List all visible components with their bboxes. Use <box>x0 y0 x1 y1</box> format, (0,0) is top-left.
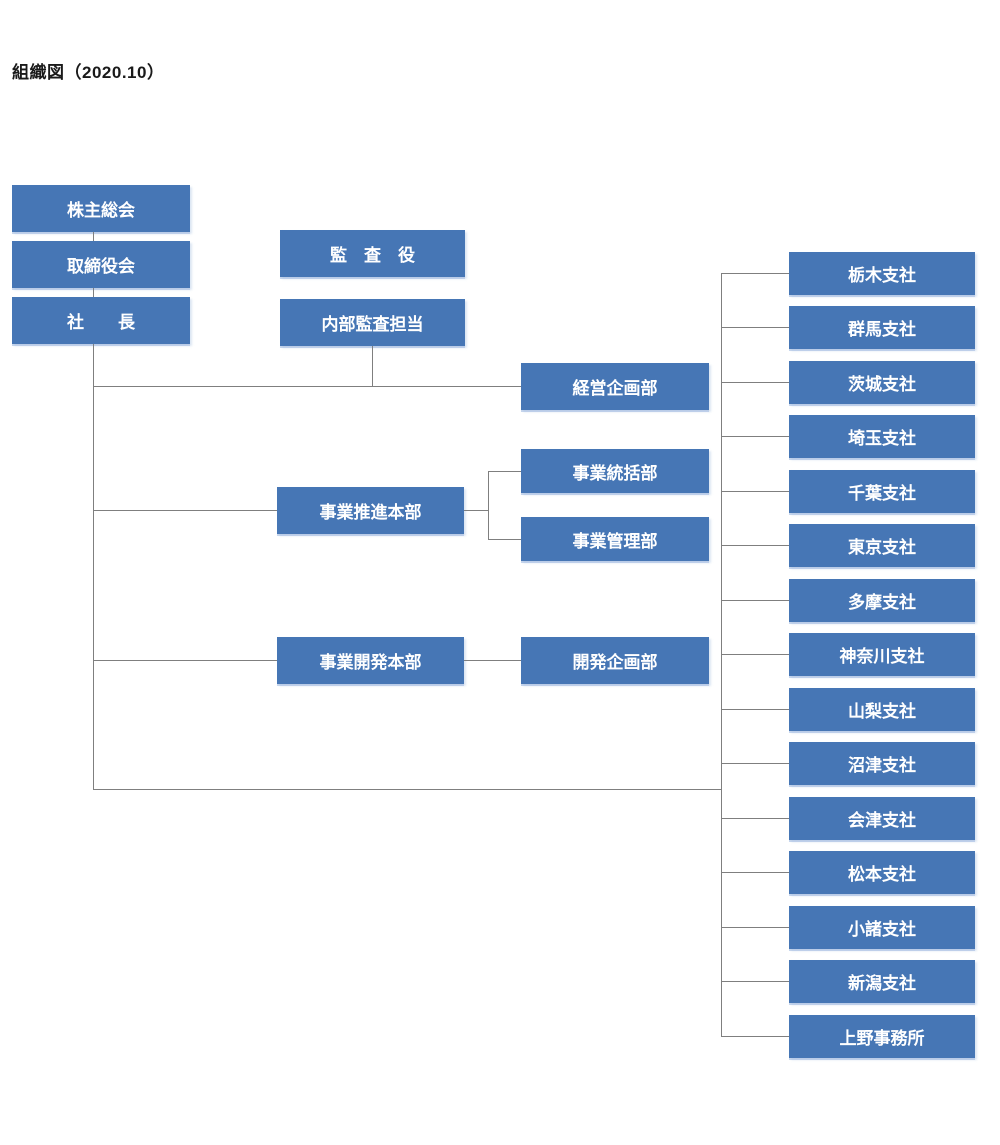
org-box-branch-9: 沼津支社 <box>789 742 975 785</box>
org-box-president: 社 長 <box>12 297 190 344</box>
connector-to-development-planning <box>464 660 521 661</box>
connector-to-business-general <box>488 471 521 472</box>
connector-board-president <box>93 288 94 297</box>
connector-branch-1 <box>721 327 789 328</box>
org-box-internal-audit: 内部監査担当 <box>280 299 465 346</box>
org-box-branch-1: 群馬支社 <box>789 306 975 349</box>
org-box-branch-2: 茨城支社 <box>789 361 975 404</box>
connector-internal-audit-drop <box>372 346 373 386</box>
org-box-branch-10: 会津支社 <box>789 797 975 840</box>
org-box-business-general-dept: 事業統括部 <box>521 449 709 493</box>
connector-branch-4 <box>721 491 789 492</box>
org-box-business-development-hq: 事業開発本部 <box>277 637 464 684</box>
page-title: 組織図（2020.10） <box>12 63 165 82</box>
connector-promotion-stub <box>464 510 488 511</box>
org-box-corporate-planning-dept: 経営企画部 <box>521 363 709 410</box>
org-box-branch-3: 埼玉支社 <box>789 415 975 458</box>
connector-branch-6 <box>721 600 789 601</box>
connector-branch-8 <box>721 709 789 710</box>
org-box-branch-4: 千葉支社 <box>789 470 975 513</box>
org-box-branch-7: 神奈川支社 <box>789 633 975 676</box>
org-box-branch-12: 小諸支社 <box>789 906 975 949</box>
org-box-business-promotion-hq: 事業推進本部 <box>277 487 464 534</box>
connector-branch-10 <box>721 818 789 819</box>
org-box-auditor: 監 査 役 <box>280 230 465 277</box>
connector-promotion-bracket <box>488 471 489 540</box>
connector-branch-3 <box>721 436 789 437</box>
connector-to-business-promotion <box>93 510 277 511</box>
connector-branch-7 <box>721 654 789 655</box>
connector-branch-9 <box>721 763 789 764</box>
connector-branch-5 <box>721 545 789 546</box>
org-box-shareholders-meeting: 株主総会 <box>12 185 190 232</box>
connector-branch-12 <box>721 927 789 928</box>
org-box-branch-6: 多摩支社 <box>789 579 975 622</box>
org-box-business-management-dept: 事業管理部 <box>521 517 709 561</box>
org-box-branch-5: 東京支社 <box>789 524 975 567</box>
connector-branch-13 <box>721 981 789 982</box>
connector-to-corporate-planning <box>93 386 521 387</box>
org-box-branch-13: 新潟支社 <box>789 960 975 1003</box>
connector-branch-14 <box>721 1036 789 1037</box>
connector-president-trunk <box>93 344 94 789</box>
org-box-branch-14: 上野事務所 <box>789 1015 975 1058</box>
connector-to-business-development <box>93 660 277 661</box>
connector-branch-0 <box>721 273 789 274</box>
connector-to-branch-trunk <box>93 789 721 790</box>
connector-branch-2 <box>721 382 789 383</box>
connector-branch-11 <box>721 872 789 873</box>
org-box-board-of-directors: 取締役会 <box>12 241 190 288</box>
org-box-development-planning-dept: 開発企画部 <box>521 637 709 684</box>
org-box-branch-11: 松本支社 <box>789 851 975 894</box>
org-box-branch-8: 山梨支社 <box>789 688 975 731</box>
connector-to-business-management <box>488 539 521 540</box>
org-box-branch-0: 栃木支社 <box>789 252 975 295</box>
connector-shareholders-board <box>93 232 94 241</box>
